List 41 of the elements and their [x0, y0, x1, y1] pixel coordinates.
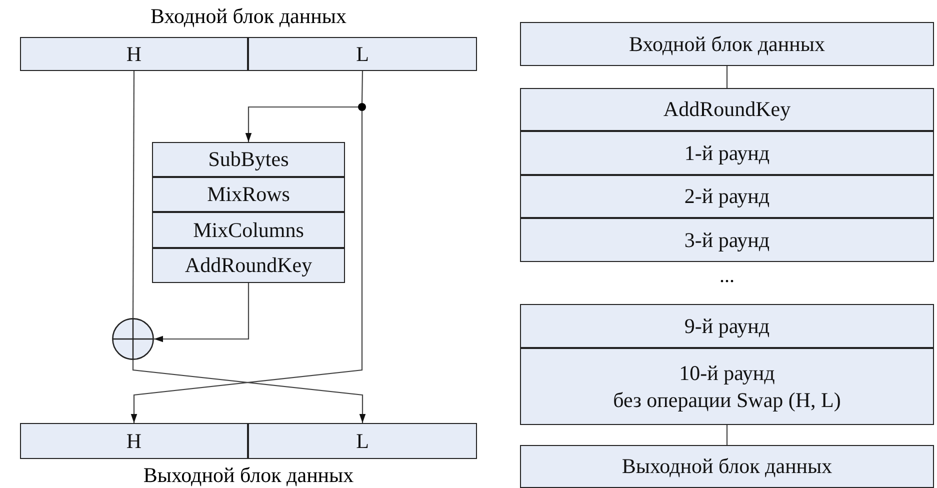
connector-arrow	[132, 360, 366, 423]
block-label: 3-й раунд	[684, 226, 770, 254]
process-box	[20, 37, 248, 71]
connector-arrow	[245, 106, 358, 142]
process-box	[152, 212, 345, 248]
process-box	[520, 304, 934, 348]
process-box	[248, 37, 477, 71]
xor-symbol	[112, 318, 154, 360]
process-box	[520, 175, 934, 218]
block-label: L	[356, 40, 369, 68]
process-box	[520, 131, 934, 175]
block-label: MixRows	[207, 181, 290, 208]
block-label: 9-й раунд	[684, 312, 770, 340]
block-label: Входной блок данных	[629, 30, 825, 58]
process-box	[520, 348, 934, 425]
block-label: 1-й раунд	[684, 140, 770, 166]
block-label: AddRoundKey	[184, 252, 312, 279]
block-label: 10-й раунд	[679, 360, 775, 386]
ellipsis-label: ...	[718, 266, 736, 286]
block-label: MixColumns	[193, 216, 304, 244]
process-box	[520, 218, 934, 262]
block-title: Выходной блок данных	[142, 465, 355, 486]
process-box	[152, 142, 345, 177]
process-box	[520, 88, 934, 131]
process-box	[152, 177, 345, 212]
block-label: AddRoundKey	[663, 96, 791, 123]
process-box	[20, 423, 248, 459]
block-label: SubBytes	[208, 146, 289, 173]
block-label: H	[126, 428, 142, 454]
connector-arrow	[130, 111, 363, 423]
block-label: 2-й раунд	[684, 183, 770, 210]
process-box	[520, 445, 934, 488]
block-label: без операции Swap (H, L)	[613, 386, 841, 413]
block-title: Входной блок данных	[150, 6, 348, 27]
connector-arrow	[154, 283, 250, 342]
block-label: L	[356, 428, 369, 454]
process-box	[248, 423, 477, 459]
block-label: Выходной блок данных	[622, 453, 832, 480]
block-label: H	[126, 40, 142, 68]
process-box	[152, 248, 345, 283]
process-box	[520, 22, 934, 66]
